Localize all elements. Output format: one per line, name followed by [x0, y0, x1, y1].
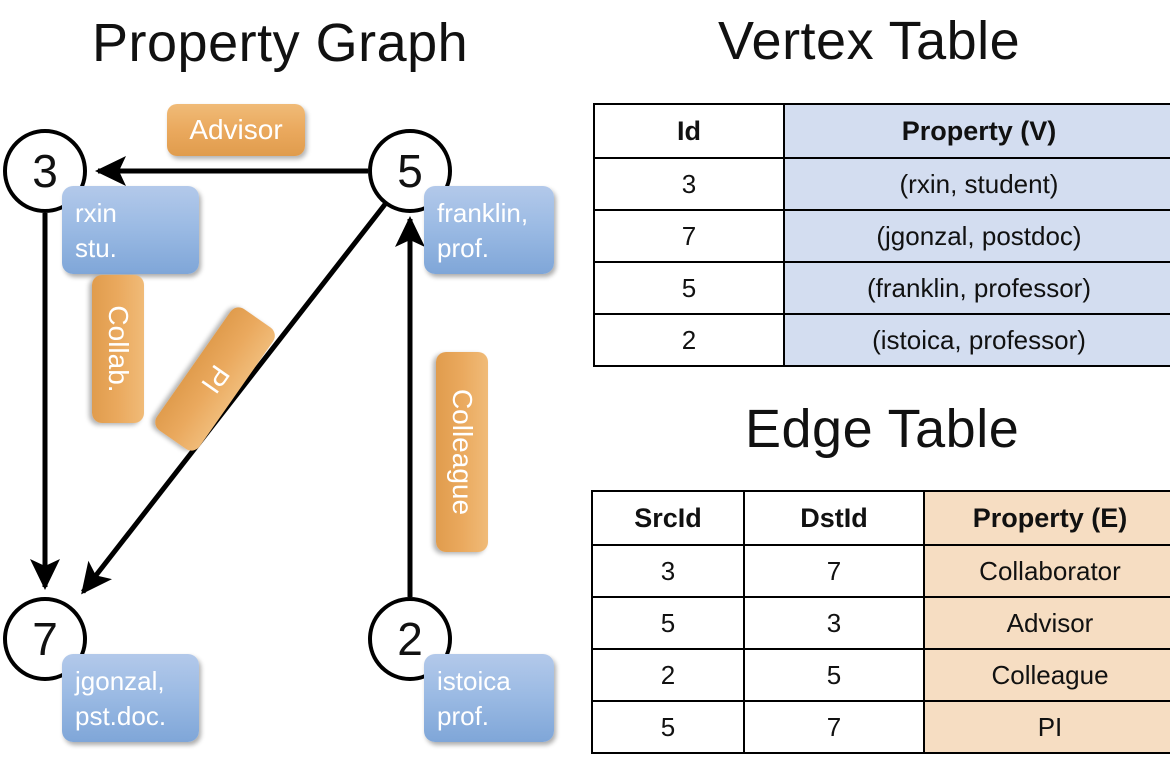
callout-line-2: stu. [75, 232, 117, 263]
vertex-table-cell-id: 3 [593, 157, 785, 211]
edge-label-advisor: Advisor [167, 104, 305, 156]
edge-table-cell-srcid: 5 [591, 596, 745, 650]
vertex-table-cell-property: (istoica, professor) [783, 313, 1170, 367]
table-row: 2 5 Colleague [591, 648, 1170, 702]
callout-line-1: jgonzal, [75, 666, 165, 696]
callout-line-2: prof. [437, 232, 490, 263]
edge-table-cell-dstid: 5 [743, 648, 925, 702]
vertex-property-callout-7: jgonzal, pst.doc. [62, 654, 199, 742]
callout-line-1: franklin, [437, 198, 529, 228]
vertex-table-header-row: Id Property (V) [593, 103, 1170, 159]
table-row: 5 (franklin, professor) [593, 261, 1170, 315]
edge-table-cell-srcid: 2 [591, 648, 745, 702]
vertex-table-cell-id: 7 [593, 209, 785, 263]
vertex-table-cell-property: (franklin, professor) [783, 261, 1170, 315]
edge-table-cell-property: Collaborator [923, 544, 1170, 598]
vertex-table-cell-property: (jgonzal, postdoc) [783, 209, 1170, 263]
page-title-edge-table: Edge Table [745, 399, 1020, 459]
vertex-table-header-id: Id [593, 103, 785, 159]
vertex-table-cell-id: 2 [593, 313, 785, 367]
vertex-node-5-label: 5 [397, 145, 423, 197]
vertex-property-callout-3: rxin stu. [62, 186, 199, 274]
vertex-node-7-label: 7 [32, 613, 58, 665]
graph-edges-svg [30, 156, 425, 597]
table-row: 7 (jgonzal, postdoc) [593, 209, 1170, 263]
vertex-node-2-label: 2 [397, 613, 423, 665]
vertex-node-5[interactable]: 5 [368, 129, 452, 213]
vertex-table: Id Property (V) 3 (rxin, student) 7 (jgo… [593, 103, 1170, 367]
edge-label-collab: Collab. [92, 275, 144, 423]
edge-table-header-row: SrcId DstId Property (E) [591, 490, 1170, 546]
edge-table-cell-srcid: 5 [591, 700, 745, 754]
vertex-property-callout-5: franklin, prof. [424, 186, 554, 274]
property-graph-diagram: 3 5 7 2 rxin stu. franklin, prof. jgonza… [3, 104, 554, 742]
callout-line-2: prof. [437, 700, 490, 731]
edge-table-cell-dstid: 3 [743, 596, 925, 650]
page-title-property-graph: Property Graph [92, 13, 469, 73]
edge-table: SrcId DstId Property (E) 3 7 Collaborato… [591, 490, 1170, 754]
table-row: 3 7 Collaborator [591, 544, 1170, 598]
vertex-table-cell-property: (rxin, student) [783, 157, 1170, 211]
edge-table-cell-dstid: 7 [743, 544, 925, 598]
edge-label-colleague: Colleague [436, 352, 488, 552]
vertex-node-3-label: 3 [32, 145, 58, 197]
table-row: 5 7 PI [591, 700, 1170, 754]
table-row: 2 (istoica, professor) [593, 313, 1170, 367]
table-row: 5 3 Advisor [591, 596, 1170, 650]
callout-line-2: pst.doc. [75, 700, 167, 731]
edge-table-header-srcid: SrcId [591, 490, 745, 546]
callout-line-1: rxin [75, 198, 117, 228]
edge-5-to-7 [81, 201, 388, 595]
vertex-node-2[interactable]: 2 [368, 597, 452, 681]
edge-table-cell-property: Advisor [923, 596, 1170, 650]
callout-line-1: istoica [437, 666, 511, 696]
edge-table-cell-property: PI [923, 700, 1170, 754]
page-title-vertex-table: Vertex Table [718, 11, 1021, 71]
table-row: 3 (rxin, student) [593, 157, 1170, 211]
vertex-table-header-property: Property (V) [783, 103, 1170, 159]
edge-table-cell-dstid: 7 [743, 700, 925, 754]
edge-table-header-property: Property (E) [923, 490, 1170, 546]
vertex-table-cell-id: 5 [593, 261, 785, 315]
vertex-property-callout-2: istoica prof. [424, 654, 554, 742]
edge-table-header-dstid: DstId [743, 490, 925, 546]
edge-table-cell-property: Colleague [923, 648, 1170, 702]
edge-table-cell-srcid: 3 [591, 544, 745, 598]
